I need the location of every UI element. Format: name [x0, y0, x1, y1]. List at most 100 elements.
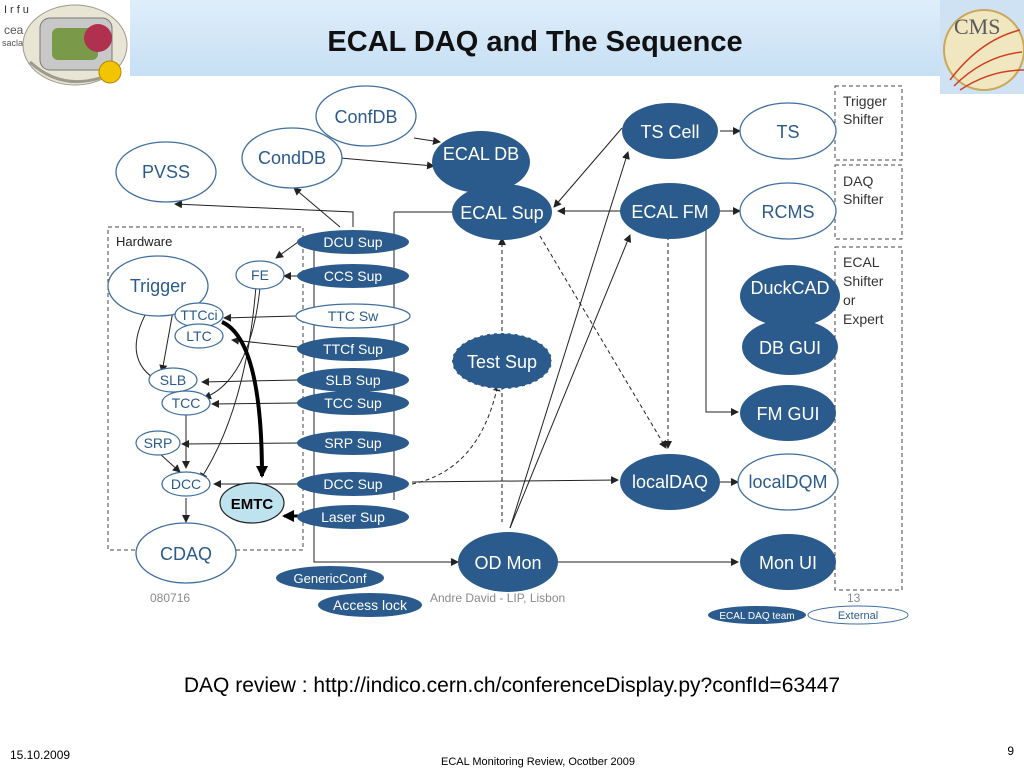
svg-text:SRP: SRP — [144, 435, 173, 451]
ecal-shifter-frame — [834, 246, 903, 591]
svg-text:Mon UI: Mon UI — [759, 553, 817, 573]
cms-logo: CMS — [940, 0, 1024, 94]
legend-external: External — [807, 605, 909, 625]
team-nodes: ECAL DB ECAL Sup TS Cell ECAL FM DuckCAD… — [276, 103, 840, 617]
svg-text:TTC Sw: TTC Sw — [328, 308, 379, 324]
header-band — [130, 0, 940, 76]
access-lock-node: Access lock — [318, 593, 422, 617]
footer-date: 15.10.2009 — [10, 748, 71, 762]
db-gui-node: DB GUI — [742, 319, 838, 375]
slb-node: SLB — [148, 367, 198, 393]
confdb-node: ConfDB — [315, 85, 417, 147]
external-nodes: ConfDB CondDB PVSS TS RCMS localDQM Trig… — [107, 85, 839, 584]
daq-shifter-frame — [834, 164, 903, 240]
emtc-node: EMTC — [219, 482, 285, 524]
test-sup-node: Test Sup — [451, 332, 553, 390]
svg-text:localDQM: localDQM — [748, 472, 827, 492]
svg-text:DCC Sup: DCC Sup — [323, 476, 382, 492]
svg-text:SLB Sup: SLB Sup — [325, 372, 380, 388]
credit-page-ref: 13 — [847, 591, 861, 605]
dcc-node: DCC — [161, 471, 211, 497]
svg-text:ECAL Sup: ECAL Sup — [460, 203, 543, 223]
svg-text:LTC: LTC — [186, 328, 211, 344]
svg-text:ECAL FM: ECAL FM — [631, 202, 708, 222]
fm-gui-node: FM GUI — [740, 385, 836, 441]
ecal-db-node: ECAL DB — [432, 131, 530, 193]
svg-text:ECAL DAQ team: ECAL DAQ team — [719, 611, 794, 622]
cea-logo-text: cea — [4, 23, 24, 37]
rcms-node: RCMS — [739, 182, 837, 240]
svg-text:FM GUI: FM GUI — [757, 404, 820, 424]
duckcad-node: DuckCAD — [740, 265, 840, 327]
svg-text:FE: FE — [251, 267, 269, 283]
svg-text:SLB: SLB — [160, 372, 186, 388]
credit-date-code: 080716 — [150, 591, 190, 605]
legend-team: ECAL DAQ team — [708, 606, 806, 624]
srp-sup-node: SRP Sup — [297, 431, 409, 455]
ltc-node: LTC — [174, 323, 224, 349]
localdqm-node: localDQM — [737, 453, 839, 511]
trigger-shifter-frame — [834, 85, 903, 161]
laser-sup-node: Laser Sup — [297, 505, 409, 529]
svg-text:DCU Sup: DCU Sup — [323, 234, 382, 250]
svg-text:OD Mon: OD Mon — [474, 553, 541, 573]
mon-ui-node: Mon UI — [740, 534, 836, 590]
dashed-connectors — [411, 235, 672, 522]
svg-text:TTCci: TTCci — [180, 307, 217, 323]
svg-text:ECAL DB: ECAL DB — [443, 144, 519, 164]
svg-text:CondDB: CondDB — [258, 148, 326, 168]
localdaq-node: localDAQ — [620, 454, 720, 510]
page-number: 9 — [1007, 744, 1014, 758]
ttcci-node: TTCci — [174, 302, 224, 328]
ttc-sw-node: TTC Sw — [295, 303, 411, 329]
slide-title: ECAL DAQ and The Sequence — [327, 26, 743, 58]
svg-text:RCMS: RCMS — [762, 202, 815, 222]
ecal-sup-node: ECAL Sup — [452, 184, 552, 240]
svg-text:TTCf Sup: TTCf Sup — [323, 341, 383, 357]
svg-text:CDAQ: CDAQ — [160, 544, 212, 564]
conddb-node: CondDB — [241, 127, 343, 189]
svg-text:PVSS: PVSS — [142, 162, 190, 182]
srp-node: SRP — [135, 430, 181, 456]
svg-text:localDAQ: localDAQ — [632, 472, 708, 492]
daq-shifter-label: DAQ Shifter — [843, 173, 884, 207]
irfu-logo: Irfu cea saclay — [0, 0, 130, 94]
cms-logo-text: CMS — [954, 14, 1000, 39]
emtc-thick-arrow — [221, 320, 268, 478]
ecal-shifter-label: ECAL Shifter or Expert — [843, 254, 887, 327]
svg-text:GenericConf: GenericConf — [294, 571, 367, 586]
svg-text:Access lock: Access lock — [333, 597, 408, 613]
fe-node: FE — [235, 260, 285, 290]
trigger-shifter-label: Trigger Shifter — [843, 93, 891, 127]
slb-sup-node: SLB Sup — [297, 368, 409, 392]
svg-text:ConfDB: ConfDB — [334, 107, 397, 127]
svg-text:Laser Sup: Laser Sup — [321, 509, 385, 525]
ccs-sup-node: CCS Sup — [297, 264, 409, 288]
ts-cell-node: TS Cell — [622, 103, 718, 159]
svg-text:DB GUI: DB GUI — [759, 338, 821, 358]
genericconf-node: GenericConf — [276, 566, 384, 590]
tcc-node: TCC — [161, 390, 211, 416]
svg-text:EMTC: EMTC — [231, 496, 274, 513]
od-mon-node: OD Mon — [458, 532, 558, 592]
irfu-logo-text: Irfu — [4, 4, 32, 16]
ecal-fm-node: ECAL FM — [620, 183, 720, 239]
credit-author: Andre David - LIP, Lisbon — [430, 591, 565, 605]
svg-text:Test Sup: Test Sup — [467, 352, 537, 372]
svg-text:SRP Sup: SRP Sup — [324, 435, 382, 451]
tcc-sup-node: TCC Sup — [297, 391, 409, 415]
svg-text:CCS Sup: CCS Sup — [324, 268, 383, 284]
svg-text:TCC Sup: TCC Sup — [324, 395, 382, 411]
ts-node: TS — [739, 102, 837, 160]
svg-text:DuckCAD: DuckCAD — [750, 278, 829, 298]
svg-text:TS: TS — [776, 122, 799, 142]
trigger-node: Trigger — [107, 255, 209, 317]
ttcf-sup-node: TTCf Sup — [297, 337, 409, 361]
footer-center: ECAL Monitoring Review, Ocotber 2009 — [440, 756, 636, 768]
dcc-sup-node: DCC Sup — [297, 472, 409, 496]
review-link[interactable]: DAQ review : http://indico.cern.ch/confe… — [183, 674, 841, 697]
svg-text:Trigger: Trigger — [130, 276, 186, 296]
svg-text:External: External — [838, 610, 878, 622]
saclay-logo-text: saclay — [2, 38, 28, 48]
